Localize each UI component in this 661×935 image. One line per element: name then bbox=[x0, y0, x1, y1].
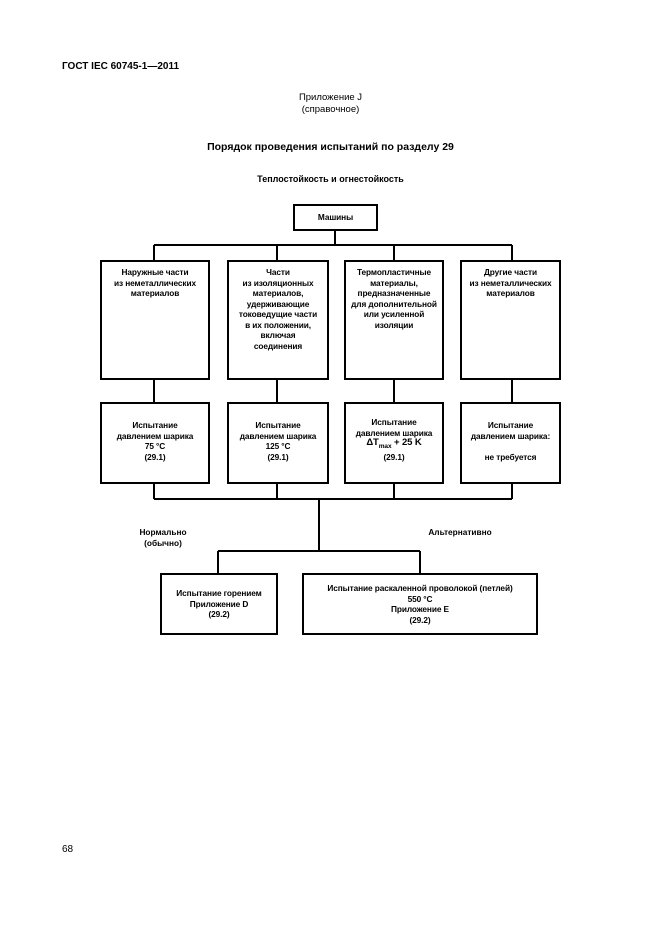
category-label: Части из изоляционных материалов, удержи… bbox=[238, 267, 318, 351]
test-label: Испытание давлением шарика 125 °С (29.1) bbox=[239, 420, 317, 462]
category-label: Другие части из неметаллических материал… bbox=[469, 267, 552, 298]
annex-status: (справочное) bbox=[301, 104, 360, 115]
test-box-125: Испытание давлением шарика 125 °С (29.1) bbox=[227, 402, 329, 484]
page-title: Порядок проведения испытаний по разделу … bbox=[207, 141, 454, 153]
test-label: Испытание давлением шарика: не требуется bbox=[470, 420, 551, 462]
max-subscript: max bbox=[378, 442, 392, 450]
document-header: ГОСТ IEC 60745-1—2011 bbox=[62, 61, 180, 72]
category-label: Термопластичные материалы, предназначенн… bbox=[351, 267, 437, 330]
machines-box: Машины bbox=[293, 204, 378, 231]
test-temperature: ΔTmax + 25 K bbox=[346, 437, 442, 452]
flame-test-label: Испытание горением Приложение D (29.2) bbox=[176, 588, 262, 619]
category-box-external-parts: Наружные части из неметаллических матери… bbox=[100, 260, 210, 380]
flame-test-box: Испытание горением Приложение D (29.2) bbox=[160, 573, 278, 635]
glow-wire-test-box: Испытание раскаленной проволокой (петлей… bbox=[302, 573, 538, 635]
test-box-75: Испытание давлением шарика 75 °С (29.1) bbox=[100, 402, 210, 484]
page-number: 68 bbox=[62, 844, 74, 855]
test-label: Испытание давлением шарика bbox=[355, 417, 433, 438]
category-box-other-parts: Другие части из неметаллических материал… bbox=[460, 260, 561, 380]
test-box-tmax: Испытание давлением шарика ΔTmax + 25 K … bbox=[344, 402, 444, 484]
label-normal: Нормально (обычно) bbox=[139, 527, 187, 548]
page-subtitle: Теплостойкость и огнестойкость bbox=[257, 174, 404, 184]
test-label: Испытание давлением шарика 75 °С (29.1) bbox=[116, 420, 194, 462]
delta-t-symbol: ΔT bbox=[366, 437, 379, 448]
category-label: Наружные части из неметаллических матери… bbox=[113, 267, 196, 298]
glow-wire-test-label: Испытание раскаленной проволокой (петлей… bbox=[327, 583, 513, 625]
category-box-thermoplastic: Термопластичные материалы, предназначенн… bbox=[344, 260, 444, 380]
category-box-insulating-parts: Части из изоляционных материалов, удержи… bbox=[227, 260, 329, 380]
machines-label: Машины bbox=[317, 212, 354, 222]
test-box-not-required: Испытание давлением шарика: не требуется bbox=[460, 402, 561, 484]
temperature-offset: + 25 K bbox=[391, 437, 422, 448]
annex-heading: Приложение J (справочное) bbox=[0, 92, 661, 116]
clause-reference: (29.1) bbox=[383, 452, 405, 463]
label-alternative: Альтернативно bbox=[428, 527, 492, 537]
annex-title: Приложение J bbox=[298, 92, 363, 103]
